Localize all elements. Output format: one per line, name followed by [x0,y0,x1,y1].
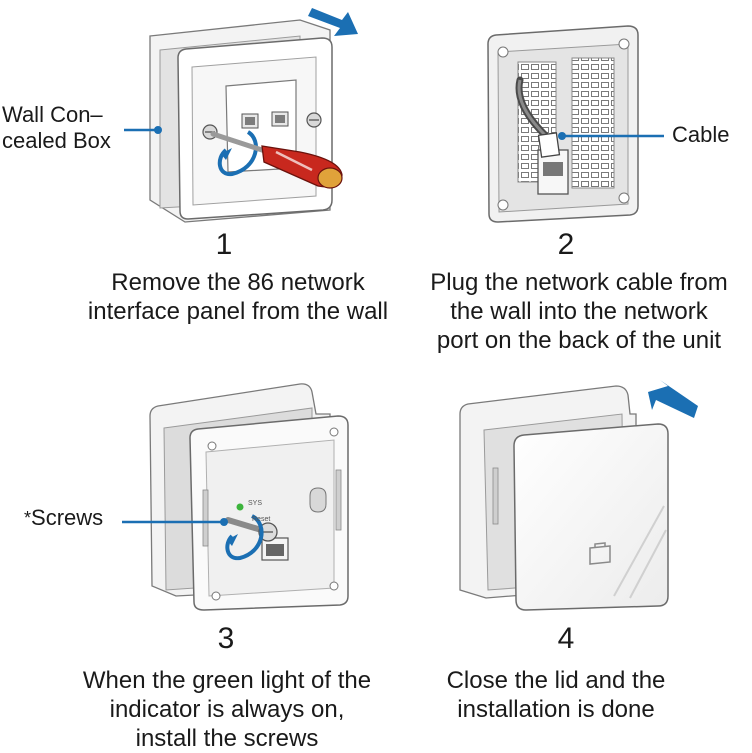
step-1-caption: Remove the 86 network interface panel fr… [87,269,389,325]
close-arrow [648,380,698,418]
wall-concealed-box-label: Wall Con– cealed Box [2,102,111,153]
step-number-2: 2 [557,228,575,261]
step-2-illustration [487,25,664,223]
step-1-illustration [124,8,358,223]
cable-label: Cable [672,122,730,147]
footnote-asterisk: * [24,508,32,528]
cover-lid [513,423,669,611]
step-3-illustration [122,383,349,611]
rotation-arrow [217,130,258,177]
ethernet-port-icon [589,542,611,565]
step-number-3: 3 [217,622,235,655]
reset-mark: Reset [252,516,271,523]
step-2-caption: Plug the network cable from the wall int… [430,269,728,354]
remove-arrow [308,8,358,36]
step-4-caption: Close the lid and the installation is do… [446,667,666,723]
screwdriver [210,131,343,189]
sys-indicator-light [236,503,244,511]
step-number-1: 1 [215,228,233,261]
step-3-caption: When the green light of the indicator is… [82,667,372,752]
sys-mark: SYS [248,500,263,507]
screws-label: *Screws [24,505,104,530]
step-number-4: 4 [557,622,575,655]
step-4-illustration [459,380,698,611]
